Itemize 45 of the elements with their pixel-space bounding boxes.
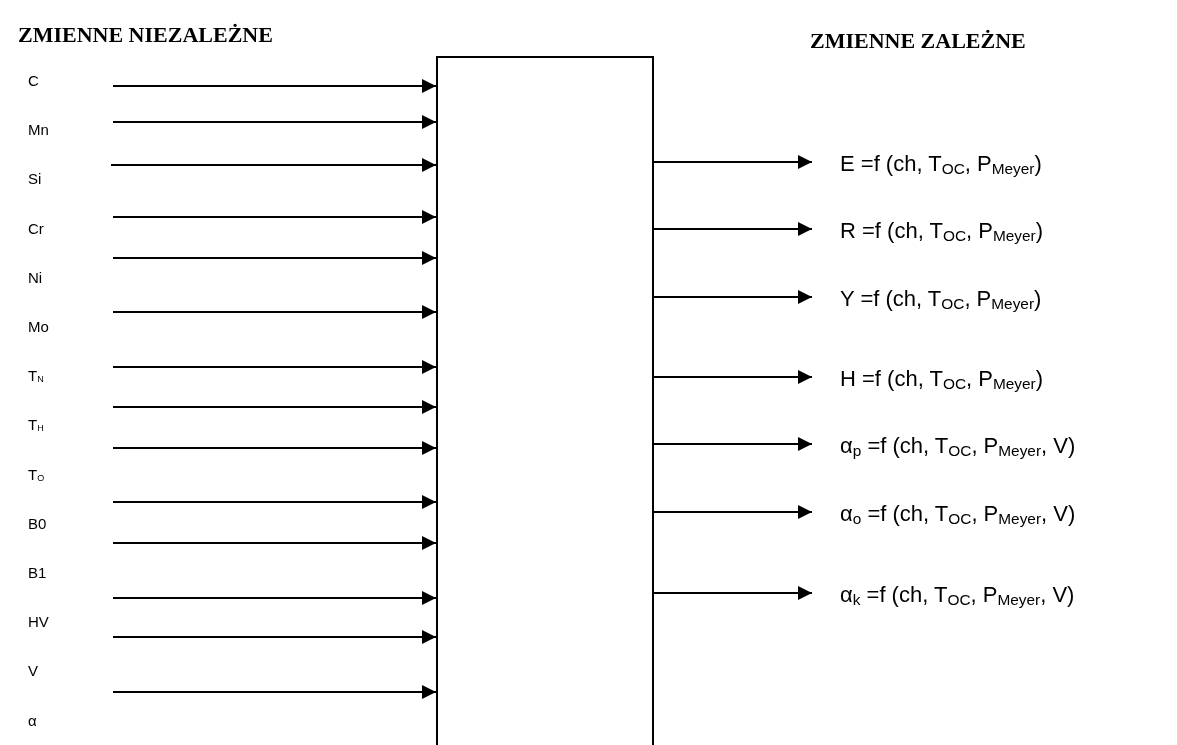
section-heading: ZMIENNE ZALEŻNE <box>810 28 1026 54</box>
arrow <box>112 210 437 224</box>
variable-label: T$_{H}$ <box>28 416 44 435</box>
arrow <box>112 79 437 93</box>
function-formula: α$_{p}$ =f (ch, T$_{OC}$, P$_{Meyer}$, V) <box>840 433 1076 459</box>
function-formula: E =f (ch, T$_{OC}$, P$_{Meyer}$) <box>840 151 1042 177</box>
arrow <box>653 370 813 384</box>
section-heading: ZMIENNE NIEZALEŻNE <box>18 22 273 48</box>
arrow <box>112 305 437 319</box>
arrow <box>112 441 437 455</box>
arrow <box>653 586 813 600</box>
function-formula: α$_{k}$ =f (ch, T$_{OC}$, P$_{Meyer}$, V) <box>840 582 1075 608</box>
arrow <box>112 536 437 550</box>
variable-label: B0 <box>28 514 47 533</box>
arrow <box>112 115 437 129</box>
function-formula: α$_{o}$ =f (ch, T$_{OC}$, P$_{Meyer}$, V) <box>840 501 1076 527</box>
arrow <box>112 630 437 644</box>
arrow <box>653 222 813 236</box>
variable-label: T$_{O}$ <box>28 465 45 484</box>
variable-label: HV <box>28 613 49 632</box>
arrow <box>112 495 437 509</box>
variable-label: Ni <box>28 268 43 287</box>
process-block <box>436 56 654 745</box>
arrow <box>653 290 813 304</box>
arrow <box>112 400 437 414</box>
arrow <box>112 360 437 374</box>
variable-label: α <box>28 711 37 730</box>
arrow <box>653 437 813 451</box>
variable-label: Mo <box>28 318 49 336</box>
arrow <box>110 158 437 172</box>
arrow <box>112 685 437 699</box>
arrow <box>112 251 437 265</box>
arrow <box>112 591 437 605</box>
variable-label: V <box>28 662 38 681</box>
variable-label: B1 <box>28 564 47 582</box>
variable-label: Si <box>28 170 42 189</box>
function-formula: R =f (ch, T$_{OC}$, P$_{Meyer}$) <box>840 218 1043 244</box>
function-formula: H =f (ch, T$_{OC}$, P$_{Meyer}$) <box>840 366 1043 392</box>
arrow <box>653 155 813 169</box>
variable-label: T$_{N}$ <box>28 367 44 386</box>
variable-label: C <box>28 72 39 90</box>
variable-label: Mn <box>28 121 49 140</box>
function-formula: Y =f (ch, T$_{OC}$, P$_{Meyer}$) <box>840 286 1042 312</box>
arrow <box>653 505 813 519</box>
variable-label: Cr <box>28 219 44 238</box>
